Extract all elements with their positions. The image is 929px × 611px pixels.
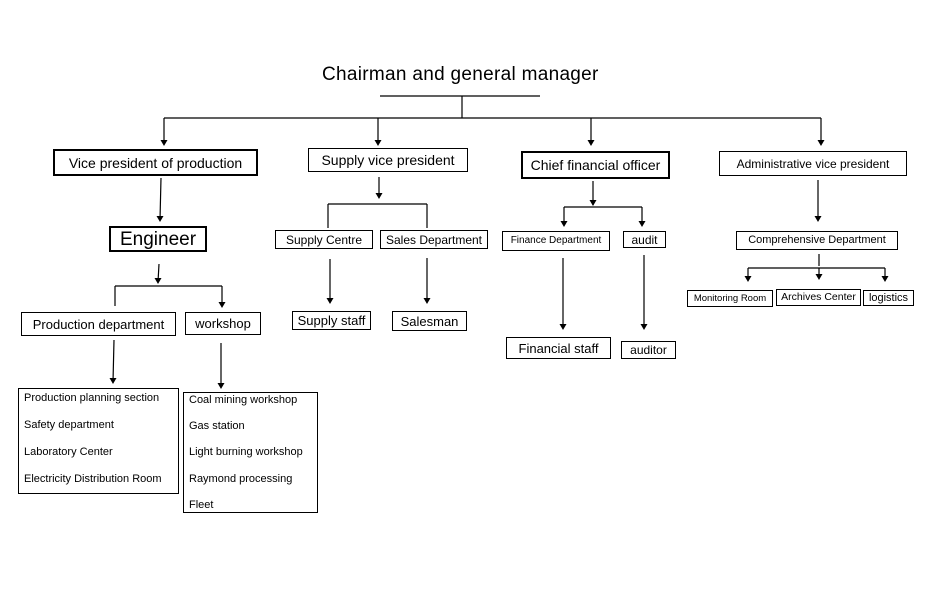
finance-department-node: Finance Department bbox=[502, 231, 610, 251]
production-unit: Laboratory Center bbox=[24, 446, 113, 458]
sales-department-node: Sales Department bbox=[380, 230, 488, 249]
financial-staff-node: Financial staff bbox=[506, 337, 611, 359]
arrowhead bbox=[587, 140, 595, 146]
finance-department-label: Finance Department bbox=[510, 235, 602, 246]
arrowhead bbox=[817, 140, 825, 146]
workshop-label: workshop bbox=[195, 316, 251, 331]
arrowhead bbox=[375, 193, 383, 199]
financial-staff-label: Financial staff bbox=[518, 340, 599, 356]
logistics-label: logistics bbox=[868, 291, 909, 304]
arrowhead bbox=[156, 216, 164, 222]
arrowhead bbox=[326, 298, 334, 304]
audit-node: audit bbox=[623, 231, 666, 248]
arrowhead bbox=[640, 324, 648, 330]
comprehensive-department-label: Comprehensive Department bbox=[748, 234, 886, 246]
vp-supply-label: Supply vice president bbox=[321, 152, 455, 168]
production-units-box: Production planning section Safety depar… bbox=[18, 388, 179, 494]
workshop-unit: Light burning workshop bbox=[189, 446, 303, 458]
arrowhead bbox=[160, 140, 168, 146]
workshop-unit: Gas station bbox=[189, 420, 245, 432]
arrowhead bbox=[217, 383, 225, 389]
sales-department-label: Sales Department bbox=[385, 232, 483, 247]
vp-admin-node: Administrative vice president bbox=[719, 151, 907, 176]
production-unit: Production planning section bbox=[24, 392, 160, 404]
archives-center-node: Archives Center bbox=[776, 289, 861, 306]
vp-production-label: Vice president of production bbox=[68, 154, 243, 171]
arrowhead bbox=[559, 324, 567, 330]
monitoring-room-label: Monitoring Room bbox=[693, 292, 767, 304]
supply-centre-node: Supply Centre bbox=[275, 230, 373, 249]
workshop-unit: Coal mining workshop bbox=[189, 394, 298, 406]
workshop-units-box: Coal mining workshop Gas station Light b… bbox=[183, 392, 318, 513]
vp-production-node: Vice president of production bbox=[53, 149, 258, 176]
auditor-node: auditor bbox=[621, 341, 676, 359]
production-unit: Safety department bbox=[24, 419, 114, 431]
audit-label: audit bbox=[631, 232, 658, 247]
arrowhead bbox=[814, 216, 822, 222]
arrowhead bbox=[560, 221, 568, 227]
cfo-node: Chief financial officer bbox=[521, 151, 670, 179]
workshop-unit: Fleet bbox=[189, 499, 214, 511]
production-department-label: Production department bbox=[32, 316, 165, 332]
arrowhead bbox=[815, 274, 823, 280]
arrowhead bbox=[374, 140, 382, 146]
arrowhead bbox=[638, 221, 646, 227]
comprehensive-department-node: Comprehensive Department bbox=[736, 231, 898, 250]
engineer-node: Engineer bbox=[109, 226, 207, 252]
supply-centre-label: Supply Centre bbox=[285, 232, 363, 247]
salesman-label: Salesman bbox=[400, 313, 459, 329]
arrowhead bbox=[589, 200, 597, 206]
supply-staff-label: Supply staff bbox=[297, 313, 366, 328]
arrowhead bbox=[744, 276, 752, 282]
workshop-node: workshop bbox=[185, 312, 261, 335]
auditor-label: auditor bbox=[630, 343, 667, 357]
vp-supply-node: Supply vice president bbox=[308, 148, 468, 172]
salesman-node: Salesman bbox=[392, 311, 467, 331]
supply-staff-node: Supply staff bbox=[292, 311, 371, 330]
arrowhead bbox=[154, 278, 162, 284]
arrowhead bbox=[423, 298, 431, 304]
cfo-label: Chief financial officer bbox=[530, 157, 661, 173]
chart-title: Chairman and general manager bbox=[322, 64, 599, 85]
vp-admin-label: Administrative vice president bbox=[736, 156, 890, 171]
archives-center-label: Archives Center bbox=[781, 291, 856, 304]
arrowhead bbox=[881, 276, 889, 282]
engineer-label: Engineer bbox=[119, 228, 197, 250]
production-department-node: Production department bbox=[21, 312, 176, 336]
production-unit: Electricity Distribution Room bbox=[24, 473, 162, 485]
arrowhead bbox=[109, 378, 117, 384]
workshop-unit: Raymond processing bbox=[189, 473, 293, 485]
logistics-node: logistics bbox=[863, 290, 914, 306]
monitoring-room-node: Monitoring Room bbox=[687, 290, 773, 307]
arrowhead bbox=[218, 302, 226, 308]
